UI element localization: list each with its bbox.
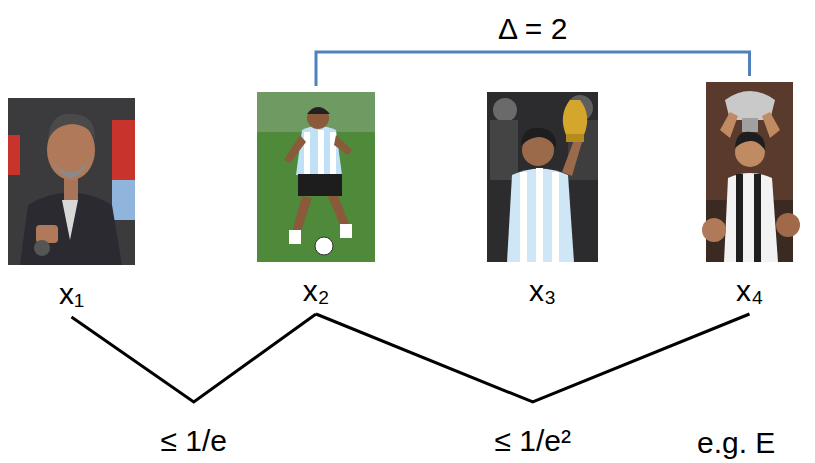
- portrait-photo: [8, 98, 135, 265]
- bound-label: ≤ 1/e²: [492, 424, 575, 458]
- v-connector: [316, 314, 750, 402]
- variable-label: x₁: [8, 277, 135, 311]
- photo-node: x₁: [8, 98, 135, 311]
- bracket-connector: [316, 52, 750, 86]
- distance-label: Δ = 2: [495, 12, 570, 46]
- celebration-photo: [702, 82, 800, 262]
- trophy-photo: [487, 92, 598, 262]
- photo-node: x₄: [706, 82, 793, 308]
- v-connector: [72, 314, 317, 402]
- bound-label: ≤ 1/e: [157, 424, 230, 458]
- variable-label: x₄: [706, 274, 793, 308]
- photo-node: x₃: [487, 92, 598, 308]
- note-text: e.g. E: [697, 426, 775, 460]
- variable-label: x₃: [487, 274, 598, 308]
- player-photo: [257, 92, 375, 262]
- variable-label: x₂: [257, 274, 375, 308]
- photo-node: x₂: [257, 92, 375, 308]
